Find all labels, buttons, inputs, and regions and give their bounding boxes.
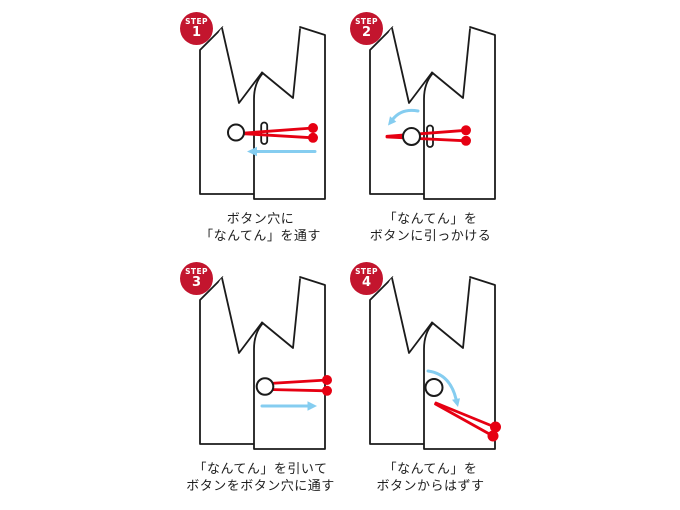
button bbox=[402, 127, 421, 146]
direction-arrow-curved bbox=[388, 108, 420, 126]
direction-arrow-left bbox=[247, 146, 317, 157]
shirt-outline bbox=[369, 12, 496, 200]
buttonhole bbox=[426, 124, 434, 148]
button bbox=[424, 378, 444, 397]
caption-line-2: 「なんてん」を通す bbox=[200, 229, 321, 244]
step-number: 3 bbox=[191, 275, 202, 291]
shirt-outline bbox=[199, 262, 326, 450]
button bbox=[227, 123, 245, 142]
shirt-illustration-step-3 bbox=[199, 262, 332, 450]
step-badge: STEP 4 bbox=[350, 262, 383, 295]
shirt-outline bbox=[369, 262, 496, 450]
direction-arrow-right bbox=[260, 401, 317, 411]
caption-line-2: ボタンに引っかける bbox=[369, 229, 492, 244]
button bbox=[255, 377, 275, 396]
nanten-tool bbox=[434, 401, 501, 442]
step-caption: 「なんてん」を ボタンからはずす bbox=[348, 461, 513, 495]
step-number: 4 bbox=[361, 275, 372, 291]
step-caption: 「なんてん」を ボタンに引っかける bbox=[348, 211, 513, 245]
caption-line-2: ボタンをボタン穴に通す bbox=[186, 479, 335, 494]
step-badge-label: STEP bbox=[185, 266, 208, 276]
nanten-tool bbox=[385, 125, 471, 146]
direction-arrow-curved bbox=[426, 369, 460, 407]
buttonhole bbox=[260, 121, 269, 145]
step-badge: STEP 3 bbox=[180, 262, 213, 295]
step-badge-label: STEP bbox=[355, 266, 378, 276]
step-badge-label: STEP bbox=[185, 16, 208, 26]
step-panel-4: STEP 4 「なんてん」を ボタンからはずす bbox=[340, 255, 510, 505]
step-badge: STEP 2 bbox=[350, 12, 383, 45]
shirt-illustration-step-1 bbox=[199, 12, 326, 200]
step-number: 2 bbox=[361, 25, 372, 41]
step-panel-3: STEP 3 「なんてん」を引いて ボタンをボタン穴に通す bbox=[170, 255, 340, 505]
step-badge: STEP 1 bbox=[180, 12, 213, 45]
shirt-outline bbox=[199, 12, 326, 200]
step-caption: ボタン穴に 「なんてん」を通す bbox=[178, 211, 343, 245]
caption-line-1: 「なんてん」を引いて bbox=[193, 462, 328, 477]
caption-line-1: 「なんてん」を bbox=[383, 212, 478, 227]
nanten-tool bbox=[267, 375, 332, 396]
nanten-tool bbox=[243, 123, 318, 143]
step-caption: 「なんてん」を引いて ボタンをボタン穴に通す bbox=[178, 461, 343, 495]
step-badge-label: STEP bbox=[355, 16, 378, 26]
shirt-illustration-step-2 bbox=[369, 12, 496, 200]
step-number: 1 bbox=[191, 25, 202, 41]
step-panel-2: STEP 2 「なんてん」を ボタンに引っかける bbox=[340, 5, 510, 255]
caption-line-2: ボタンからはずす bbox=[376, 479, 485, 494]
caption-line-1: ボタン穴に bbox=[226, 212, 295, 227]
step-panel-1: STEP 1 ボタン穴に 「なんてん」を通す bbox=[170, 5, 340, 255]
shirt-illustration-step-4 bbox=[369, 262, 501, 450]
caption-line-1: 「なんてん」を bbox=[383, 462, 478, 477]
